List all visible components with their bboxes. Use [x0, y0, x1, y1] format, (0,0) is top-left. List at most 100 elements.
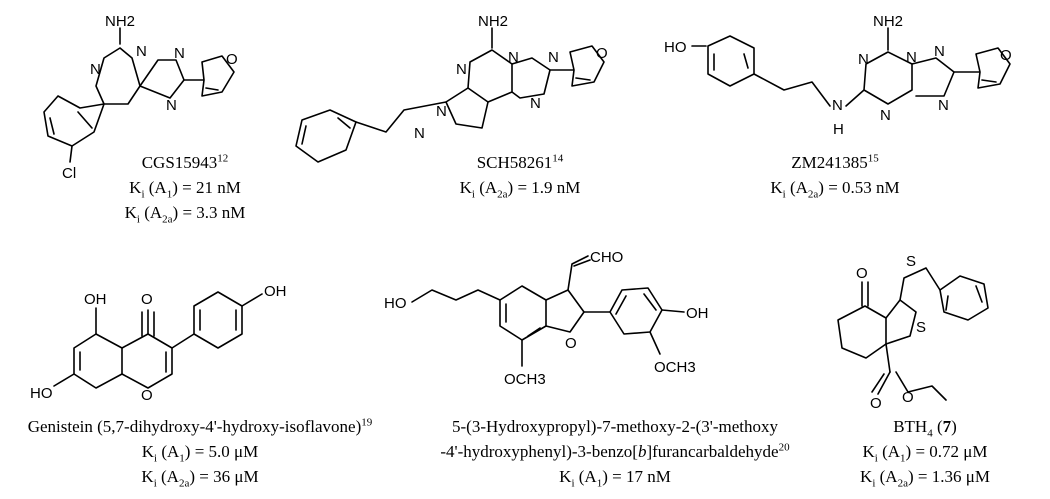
- atom-label: OH: [686, 305, 709, 322]
- ki-receptor: (A: [156, 467, 179, 486]
- atom-label: S: [916, 319, 926, 336]
- ki-amount: ) = 1.36 μM: [907, 467, 990, 486]
- atom-label: O: [596, 45, 608, 62]
- compound-name: Genistein (5,7-dihydroxy-4'-hydroxy-isof…: [27, 417, 362, 436]
- ki-value: Ki (A2a) = 36 μM: [0, 464, 400, 489]
- compound-number: 7: [942, 417, 952, 436]
- ki-receptor: (A: [474, 178, 498, 197]
- atom-label: O: [565, 335, 577, 352]
- compound-name-part: -4'-hydroxyphenyl)-3-benzo[: [440, 442, 638, 461]
- caption-zm241385: ZM24138515 Ki (A2a) = 0.53 nM: [705, 150, 965, 200]
- ki-symbol: K: [862, 442, 875, 461]
- reference-number: 14: [552, 152, 564, 165]
- ki-value: Ki (A1) = 5.0 μM: [0, 439, 400, 464]
- atom-label: N: [832, 97, 843, 114]
- ki-value: Ki (A2a) = 1.36 μM: [800, 464, 1050, 489]
- structure-sch58261: NH2 N N N N N N O: [295, 13, 608, 163]
- atom-label: O: [141, 291, 153, 308]
- atom-label: N: [508, 49, 519, 66]
- compound-name: BTH: [893, 417, 928, 436]
- compound-name-subscript: 4: [927, 427, 933, 440]
- atom-label: HO: [30, 385, 53, 402]
- ki-receptor-subtype: 2a: [178, 477, 190, 490]
- reference-number: 19: [361, 416, 373, 429]
- atom-label: N: [548, 49, 559, 66]
- structure-benzofuran: CHO HO OH O OCH3 OCH3: [384, 249, 709, 388]
- atom-label: N: [456, 61, 467, 78]
- atom-label: N: [174, 45, 185, 62]
- ki-receptor-subtype: 1: [596, 477, 603, 490]
- reference-number: 12: [217, 152, 229, 165]
- ki-receptor: (A: [877, 442, 901, 461]
- caption-bth4: BTH4 (7) Ki (A1) = 0.72 μM Ki (A2a) = 1.…: [800, 414, 1050, 489]
- ki-receptor-subtype: 2a: [162, 213, 173, 226]
- structure-zm241385: HO NH2 N H N N N N N O: [664, 13, 1012, 138]
- ki-symbol: K: [129, 178, 142, 197]
- compound-name-italic: b: [637, 442, 647, 461]
- atom-label: O: [1000, 47, 1012, 64]
- ki-receptor: (A: [157, 442, 180, 461]
- compound-name: CGS15943: [141, 153, 218, 172]
- structure-bth4: O S S O O: [837, 253, 989, 412]
- ki-amount: ) = 17 nM: [602, 467, 671, 486]
- atom-label: OCH3: [504, 371, 546, 388]
- atom-label: S: [906, 253, 916, 270]
- atom-label: O: [141, 387, 153, 404]
- atom-label: N: [90, 61, 101, 78]
- structure-genistein: OH O OH HO O: [30, 283, 287, 404]
- atom-label: NH2: [105, 13, 135, 30]
- ki-receptor-subtype: 2a: [497, 188, 508, 201]
- ki-subscript: i: [874, 452, 878, 465]
- atom-label: N: [166, 97, 177, 114]
- atom-label: N: [934, 43, 945, 60]
- ki-receptor-subtype: 1: [166, 188, 173, 201]
- atom-label: O: [902, 389, 914, 406]
- ki-symbol: K: [860, 467, 873, 486]
- atom-label: HO: [664, 39, 687, 56]
- ki-amount: ) = 3.3 nM: [172, 203, 246, 222]
- caption-benzofuran: 5-(3-Hydroxypropyl)-7-methoxy-2-(3'-meth…: [415, 414, 815, 489]
- structure-cgs15943: NH2 N N N N O Cl: [43, 13, 238, 182]
- compound-name: ZM241385: [791, 153, 868, 172]
- atom-label: O: [870, 395, 882, 412]
- ki-amount: ) = 36 μM: [189, 467, 259, 486]
- ki-amount: ) = 21 nM: [172, 178, 241, 197]
- atom-label: N: [530, 95, 541, 112]
- atom-label: O: [856, 265, 868, 282]
- ki-subscript: i: [141, 188, 145, 201]
- atom-label: CHO: [590, 249, 623, 266]
- atom-label: N: [436, 103, 447, 120]
- reference-number: 20: [778, 441, 790, 454]
- ki-subscript: i: [872, 477, 876, 490]
- ki-receptor-subtype: 2a: [807, 188, 819, 201]
- ki-amount: ) = 1.9 nM: [507, 178, 581, 197]
- ki-subscript: i: [153, 477, 157, 490]
- ki-symbol: K: [124, 203, 137, 222]
- ki-symbol: K: [559, 467, 572, 486]
- ki-value: Ki (A1) = 17 nM: [415, 464, 815, 489]
- compound-name-part: ]furancarbaldehyde: [646, 442, 779, 461]
- ki-receptor: (A: [785, 178, 808, 197]
- compound-label-close: ): [951, 417, 957, 436]
- ki-receptor: (A: [875, 467, 898, 486]
- atom-label: HO: [384, 295, 407, 312]
- atom-label: N: [136, 43, 147, 60]
- atom-label: NH2: [873, 13, 903, 30]
- ki-amount: ) = 0.53 nM: [818, 178, 900, 197]
- ki-symbol: K: [459, 178, 472, 197]
- caption-genistein: Genistein (5,7-dihydroxy-4'-hydroxy-isof…: [0, 414, 400, 489]
- ki-receptor-subtype: 2a: [897, 477, 908, 490]
- reference-number: 15: [867, 152, 879, 165]
- caption-cgs15943: CGS1594312 Ki (A1) = 21 nM Ki (A2a) = 3.…: [55, 150, 315, 225]
- compound-name: SCH58261: [476, 153, 553, 172]
- ki-subscript: i: [571, 477, 575, 490]
- compound-name-line: 5-(3-Hydroxypropyl)-7-methoxy-2-(3'-meth…: [452, 417, 778, 436]
- atom-label: NH2: [478, 13, 508, 30]
- ki-symbol: K: [141, 442, 155, 461]
- ki-value: Ki (A2a) = 1.9 nM: [390, 175, 650, 200]
- atom-label: N: [880, 107, 891, 124]
- atom-label: Cl: [62, 165, 76, 182]
- atom-label: OH: [264, 283, 287, 300]
